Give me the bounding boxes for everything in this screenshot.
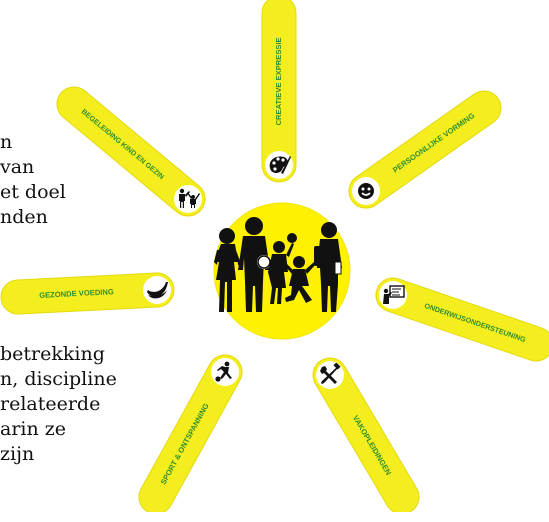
ray-label: BEGELEIDING KIND EN GEZIN bbox=[80, 107, 166, 181]
ray-onderwijsondersteuning: ONDERWIJSONDERSTEUNING bbox=[375, 277, 549, 362]
paragraph-line: van bbox=[0, 156, 35, 178]
paragraph-line: et doel bbox=[0, 181, 66, 203]
ray-label: CREATIEVE EXPRESSIE bbox=[274, 37, 283, 125]
ray-begeleiding-kind-en-gezin: BEGELEIDING KIND EN GEZIN bbox=[56, 86, 206, 217]
smiley-face-icon bbox=[357, 182, 375, 200]
paragraph-line: nden bbox=[0, 206, 48, 228]
ray-icon-badge bbox=[143, 276, 171, 304]
center-sun bbox=[213, 202, 351, 340]
background-paragraph-top: n van et doel nden bbox=[0, 130, 140, 260]
ray-bar bbox=[375, 277, 549, 362]
paragraph-line: relateerde bbox=[0, 393, 101, 415]
paragraph-line: betrekking bbox=[0, 343, 105, 365]
ray-label: GEZONDE VOEDING bbox=[39, 287, 114, 300]
family-silhouette-icon bbox=[214, 217, 342, 312]
ray-bar bbox=[56, 86, 206, 217]
ray-creatieve-expressie: CREATIEVE EXPRESSIE bbox=[261, 0, 297, 183]
ray-bar bbox=[0, 272, 175, 315]
ray-bar bbox=[348, 90, 502, 209]
ray-vakopleidingen: VAKOPLEIDINGEN bbox=[312, 357, 420, 512]
ray-icon-badge bbox=[174, 185, 202, 213]
paragraph-line: n bbox=[0, 131, 13, 153]
paragraph-line: zijn bbox=[0, 443, 35, 465]
ray-bar bbox=[261, 0, 297, 183]
ray-gezonde-voeding: GEZONDE VOEDING bbox=[0, 272, 175, 315]
ray-persoonlijke-vorming: PERSOONLIJKE VORMING bbox=[348, 90, 502, 209]
background-paragraph-bottom: betrekking n, discipline relateerde arin… bbox=[0, 342, 150, 522]
paragraph-line: n, discipline bbox=[0, 368, 117, 390]
paragraph-line: arin ze bbox=[0, 418, 67, 440]
ray-sport-ontspanning: SPORT & ONTSPANNING bbox=[138, 354, 243, 512]
